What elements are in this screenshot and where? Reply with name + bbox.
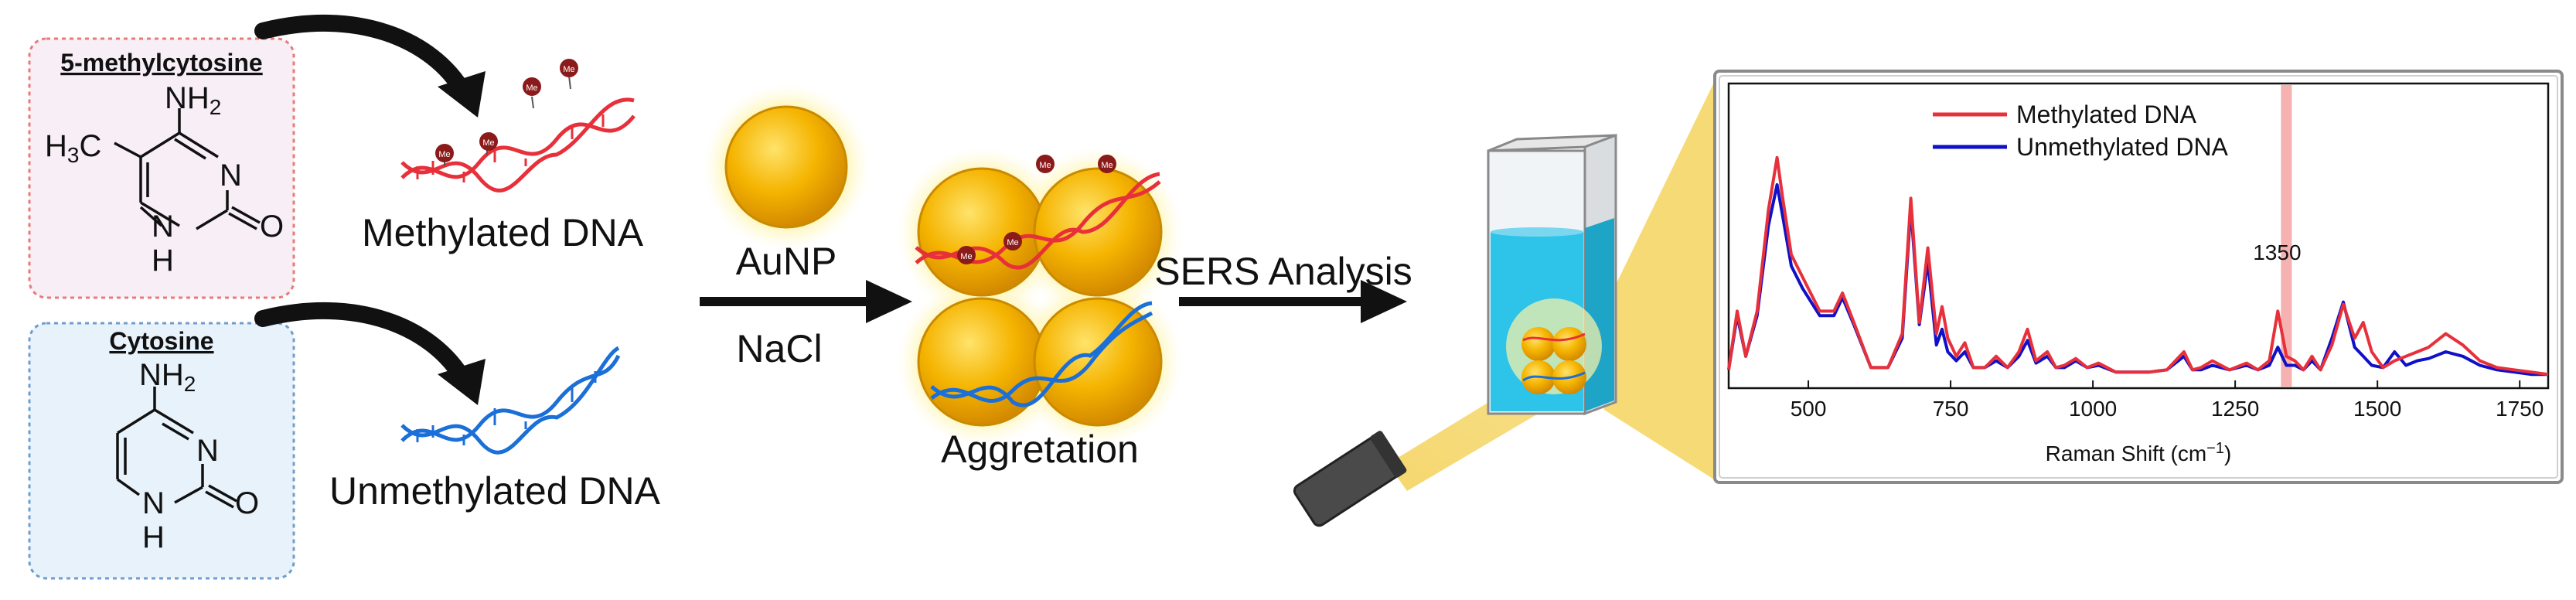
spectrum-lines: [1727, 155, 2549, 377]
methylated-dna-label: Methylated DNA: [362, 211, 644, 254]
aunp-particle: [703, 84, 870, 251]
methyl-tag: Me: [1036, 155, 1055, 173]
x-axis-ticks: 500 750 1000 1250 1500 1750: [1791, 380, 2544, 421]
sers-analysis-label: SERS Analysis: [1154, 250, 1412, 293]
unmethylated-dna-label: Unmethylated DNA: [329, 469, 661, 513]
svg-text:Me: Me: [526, 84, 537, 93]
svg-text:Me: Me: [960, 252, 972, 261]
cuvette: [1487, 133, 1617, 416]
methyl-tag: Me: [560, 59, 578, 90]
methyl-tag: Me: [523, 77, 541, 109]
annotation-1350: 1350: [2253, 240, 2301, 264]
zoom-beam: [1593, 70, 1720, 483]
svg-text:Me: Me: [1007, 238, 1018, 247]
chart-legend: Methylated DNA Unmethylated DNA: [1933, 101, 2229, 161]
curved-arrow-methyl: [254, 14, 486, 118]
methylcytosine-structure: [114, 108, 261, 230]
series-line-methylated-dna: [1727, 155, 2549, 377]
x-tick-label: 500: [1791, 397, 1827, 421]
x-tick-label: 1750: [2496, 397, 2544, 421]
methylated-dna-helix: Me Me Me Me: [400, 59, 635, 193]
sers-arrow: [1179, 280, 1407, 323]
methyl-ch3-label: H3C: [45, 129, 101, 167]
highlight-band-1350: [2281, 85, 2292, 387]
cytosine-structure: [116, 387, 237, 509]
aggregation-label: Aggretation: [941, 428, 1139, 471]
unmethylated-dna-helix: [400, 346, 621, 455]
nacl-label: NaCl: [736, 327, 822, 370]
x-tick-label: 1250: [2211, 397, 2259, 421]
svg-text:Me: Me: [1039, 161, 1051, 170]
methyl-h-label: H: [152, 244, 174, 278]
svg-text:Me: Me: [438, 150, 450, 159]
plot-frame: [1727, 82, 2550, 390]
aunp-label: AuNP: [736, 240, 837, 283]
methyl-tag: Me: [957, 246, 976, 264]
svg-text:Me: Me: [563, 65, 574, 74]
cytosine-box: Cytosine NH2 N N H O: [28, 322, 295, 580]
legend-label: Methylated DNA: [2016, 101, 2197, 128]
curved-arrow-cytosine: [254, 302, 486, 405]
methyl-n3-label: N: [220, 159, 242, 193]
raman-spectrum-chart: 1350 500 750 1000 1250 1500 1750 Methylated D…: [1727, 82, 2550, 465]
cytosine-n3-label: N: [196, 434, 219, 468]
nacl-arrow: [700, 280, 912, 323]
methyl-tag: Me: [1003, 232, 1022, 251]
methylcytosine-box: 5-methylcytosine NH2 H3C N N H: [28, 37, 295, 299]
legend-label: Unmethylated DNA: [2016, 133, 2229, 161]
x-tick-label: 1000: [2069, 397, 2117, 421]
svg-text:Me: Me: [482, 138, 494, 148]
methylcytosine-title: 5-methylcytosine: [60, 49, 262, 77]
x-tick-label: 750: [1933, 397, 1969, 421]
cytosine-title: Cytosine: [109, 327, 213, 355]
laser-device: [1293, 431, 1407, 527]
svg-text:Me: Me: [1101, 161, 1113, 170]
methyl-o-label: O: [260, 210, 284, 244]
aggregated-nanoparticles: Me Me Me Me: [897, 147, 1183, 447]
cytosine-h-label: H: [142, 520, 165, 554]
methyl-n1-label: N: [152, 210, 174, 244]
cytosine-n1-label: N: [142, 486, 165, 520]
methyl-tag: Me: [435, 144, 454, 166]
methyl-tag: Me: [1098, 155, 1116, 173]
methyl-nh2-label: NH2: [165, 81, 221, 119]
x-axis-label: Raman Shift (cm−1): [2046, 440, 2232, 465]
methyl-tag: Me: [479, 132, 498, 155]
cytosine-nh2-label: NH2: [139, 358, 196, 396]
cytosine-o-label: O: [235, 486, 259, 520]
spectrum-panel: [1713, 70, 2564, 484]
x-tick-label: 1500: [2353, 397, 2401, 421]
